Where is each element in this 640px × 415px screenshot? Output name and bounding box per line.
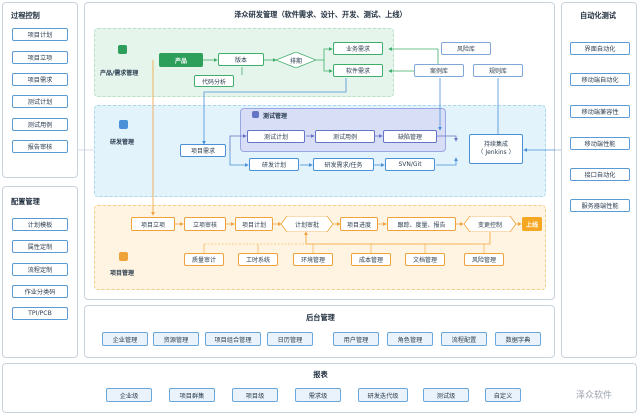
ci-title: 持续集成	[483, 140, 508, 148]
flow-project-progress[interactable]: 项目进度	[340, 217, 378, 231]
svn-git-node[interactable]: SVN/Git	[385, 158, 435, 171]
config-item-tpi-pcb[interactable]: TPI/PCB	[12, 307, 68, 320]
flow-project-initiation[interactable]: 项目立项	[131, 217, 175, 231]
flow-change-control[interactable]: 变更控制	[464, 216, 516, 232]
process-item-project-initiation[interactable]: 项目立项	[12, 51, 68, 64]
automation-item-mobile-compat[interactable]: 移动端兼容性	[570, 105, 630, 118]
backend-data-dictionary[interactable]: 数据字典	[495, 332, 541, 346]
report-requirement-level[interactable]: 需求级	[295, 388, 341, 402]
main-title: 泽众研发管理（软件需求、设计、开发、测试、上线）	[234, 10, 407, 19]
backend-portfolio-management[interactable]: 项目组合管理	[205, 332, 261, 346]
plan-approval-label: 计划审批	[294, 221, 319, 229]
case-library-node[interactable]: 案例库	[414, 64, 464, 77]
backend-resource-management[interactable]: 资源管理	[153, 332, 199, 346]
report-enterprise-level[interactable]: 企业级	[106, 388, 152, 402]
report-test-level[interactable]: 测试级	[423, 388, 469, 402]
process-item-test-case[interactable]: 测试用例	[12, 118, 68, 131]
process-item-report-review[interactable]: 报告审核	[12, 140, 68, 153]
flow-initiation-review[interactable]: 立项审核	[184, 217, 226, 231]
ci-jenkins: （ Jenkins ）	[477, 149, 515, 156]
automation-testing-title: 自动化测试	[580, 11, 616, 20]
change-control-label: 变更控制	[477, 221, 502, 229]
change-control-diamond-shape	[464, 216, 516, 232]
test-plan-node[interactable]: 测试计划	[247, 130, 305, 143]
flow-tracking-metrics-report[interactable]: 跟踪、度量、报告	[387, 217, 456, 231]
go-live-node[interactable]: 上线	[522, 217, 542, 231]
process-control-title: 过程控制	[11, 11, 40, 20]
code-analysis-node[interactable]: 代码分析	[194, 75, 234, 87]
dev-plan-node[interactable]: 研发计划	[249, 158, 299, 171]
version-node[interactable]: 版本	[218, 53, 264, 66]
backend-calendar-management[interactable]: 日历管理	[267, 332, 313, 346]
defect-management-node[interactable]: 缺陷管理	[383, 130, 437, 143]
schedule-node[interactable]: 排期	[276, 52, 316, 68]
rule-library-node[interactable]: 规则库	[473, 64, 523, 77]
automation-item-server-perf[interactable]: 服务器端性能	[570, 199, 630, 212]
report-custom[interactable]: 自定义	[485, 388, 521, 402]
dev-zone-icon	[119, 120, 128, 129]
flow-plan-approval[interactable]: 计划审批	[281, 216, 333, 232]
sub-environment-management[interactable]: 环境管理	[293, 253, 333, 266]
software-requirements-node[interactable]: 软件需求	[333, 64, 383, 77]
test-zone-icon	[252, 111, 259, 118]
backend-user-management[interactable]: 用户管理	[333, 332, 379, 346]
plan-approval-diamond-shape	[281, 216, 333, 232]
config-item-plan-template[interactable]: 计划模板	[12, 218, 68, 231]
project-requirements-node[interactable]: 项目需求	[180, 144, 226, 157]
product-zone-label: 产品/需求管理	[100, 70, 139, 77]
schedule-diamond-shape	[276, 52, 316, 68]
backend-title: 后台管理	[306, 313, 335, 322]
sub-quality-audit[interactable]: 质量审计	[184, 253, 224, 266]
report-dev-iteration-level[interactable]: 研发迭代级	[358, 388, 408, 402]
config-item-job-category-code[interactable]: 作业分类码	[12, 285, 68, 298]
reports-title: 报表	[313, 370, 328, 379]
test-zone-label: 测试管理	[263, 113, 288, 120]
process-item-test-plan[interactable]: 测试计划	[12, 95, 68, 108]
backend-management-panel: 后台管理	[84, 305, 555, 358]
automation-item-api[interactable]: 接口自动化	[570, 168, 630, 181]
project-zone-label: 项目管理	[110, 270, 135, 277]
report-project-level[interactable]: 项目级	[232, 388, 278, 402]
config-item-attribute-customization[interactable]: 属性定制	[12, 240, 68, 253]
backend-workflow-config[interactable]: 流程配置	[441, 332, 487, 346]
product-node[interactable]: 产品	[159, 53, 203, 67]
automation-item-mobile[interactable]: 移动端自动化	[570, 73, 630, 86]
automation-item-ui[interactable]: 界面自动化	[570, 42, 630, 55]
config-item-workflow-customization[interactable]: 流程定制	[12, 263, 68, 276]
automation-item-mobile-perf[interactable]: 移动端性能	[570, 137, 630, 150]
sub-cost-management[interactable]: 成本管理	[351, 253, 391, 266]
backend-role-management[interactable]: 角色管理	[387, 332, 433, 346]
schedule-label: 排期	[289, 57, 302, 65]
continuous-integration-node[interactable]: 持续集成 （ Jenkins ）	[469, 134, 523, 164]
report-program-cluster[interactable]: 项目群集	[169, 388, 215, 402]
project-zone-icon	[119, 252, 128, 261]
test-case-node[interactable]: 测试用例	[315, 130, 375, 143]
risk-library-node[interactable]: 风险库	[441, 42, 491, 55]
business-requirements-node[interactable]: 业务需求	[333, 42, 383, 55]
backend-enterprise-management[interactable]: 企业管理	[102, 332, 148, 346]
config-management-title: 配置管理	[11, 197, 40, 206]
watermark: 泽众软件	[576, 391, 613, 401]
process-item-project-requirements[interactable]: 项目需求	[12, 73, 68, 86]
dev-task-node[interactable]: 研发需求/任务	[313, 158, 374, 171]
sub-timesheet-system[interactable]: 工时系统	[238, 253, 278, 266]
dev-zone-label: 研发管理	[110, 139, 135, 146]
process-item-project-plan[interactable]: 项目计划	[12, 28, 68, 41]
flow-project-plan[interactable]: 项目计划	[235, 217, 273, 231]
product-zone-icon	[118, 45, 127, 54]
sub-risk-management[interactable]: 风险管理	[464, 253, 504, 266]
sub-document-management[interactable]: 文档管理	[405, 253, 445, 266]
